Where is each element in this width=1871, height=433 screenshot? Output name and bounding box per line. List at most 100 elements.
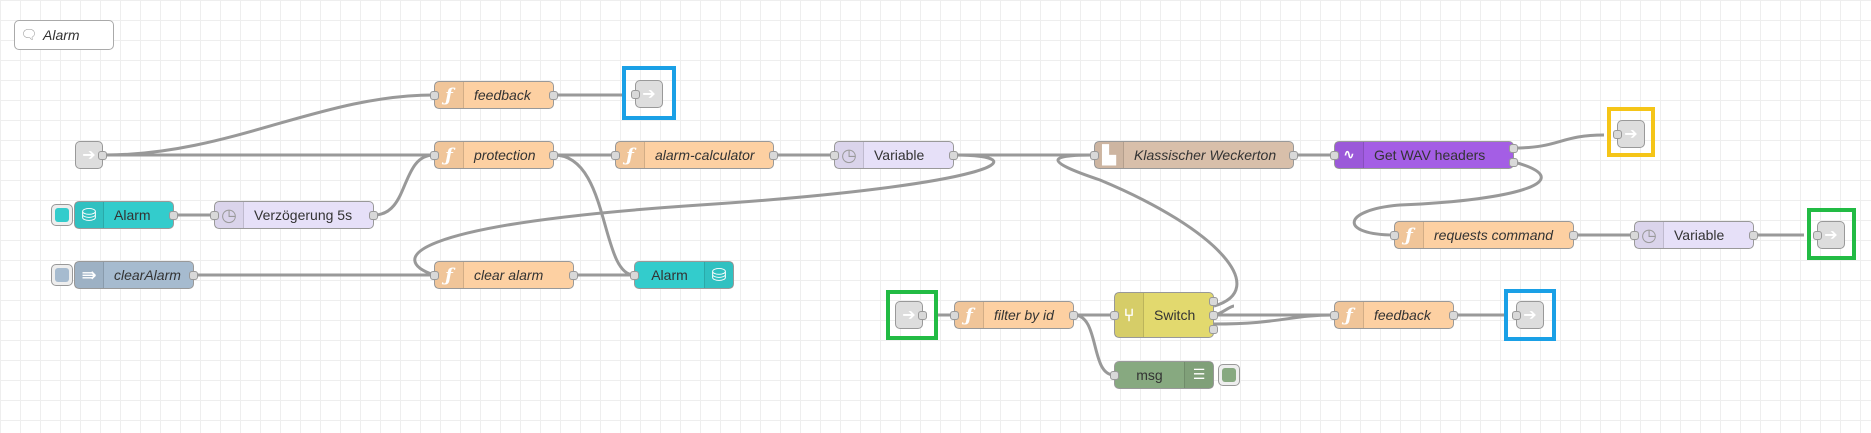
link-in-icon: ➔ (82, 147, 96, 164)
input-port[interactable] (950, 311, 959, 320)
function-node-protection[interactable]: ƒ protection (430, 141, 558, 169)
delay-node-variable[interactable]: ◷ Variable (830, 141, 958, 169)
button-fill (55, 268, 69, 282)
output-port[interactable] (769, 151, 778, 160)
alarm-input-node[interactable]: ⛁ Alarm (74, 201, 178, 229)
database-icon: ⛁ (704, 262, 733, 288)
input-port[interactable] (1330, 311, 1339, 320)
input-port[interactable] (210, 211, 219, 220)
output-port[interactable] (1449, 311, 1458, 320)
node-label: Alarm (114, 207, 151, 223)
link-out-node[interactable]: ➔ (1813, 221, 1845, 249)
link-out-icon: ➔ (1523, 307, 1537, 324)
debug-toggle-button[interactable] (1218, 364, 1240, 386)
highlight-box (886, 290, 938, 340)
output-port[interactable] (169, 211, 178, 220)
input-port[interactable] (611, 151, 620, 160)
output-port[interactable] (1209, 325, 1218, 334)
inject-button[interactable] (51, 264, 73, 286)
wire (1073, 313, 1115, 377)
wire (553, 153, 635, 277)
debug-node-msg[interactable]: ☰ msg (1110, 361, 1214, 389)
link-in-node[interactable]: ➔ (895, 301, 927, 329)
waveform-icon: ∿ (1335, 142, 1364, 168)
node-label: Variable (874, 147, 925, 163)
function-node-filter-by-id[interactable]: ƒ filter by id (950, 301, 1078, 329)
output-port[interactable] (98, 151, 107, 160)
alarm-output-node[interactable]: ⛁ Alarm (630, 261, 734, 289)
comment-node-alarm[interactable]: 🗨 Alarm (14, 20, 114, 50)
input-port[interactable] (1330, 151, 1339, 160)
function-node-alarm-calculator[interactable]: ƒ alarm-calculator (611, 141, 778, 169)
database-icon: ⛁ (75, 202, 104, 228)
output-port[interactable] (1509, 144, 1518, 153)
input-port[interactable] (1512, 311, 1521, 320)
node-label: Klassischer Weckerton (1134, 147, 1277, 163)
node-label: protection (474, 147, 536, 163)
output-port[interactable] (369, 211, 378, 220)
wav-headers-node[interactable]: ∿ Get WAV headers (1330, 141, 1518, 169)
link-out-node[interactable]: ➔ (1613, 120, 1645, 148)
input-port[interactable] (630, 271, 639, 280)
link-out-node[interactable]: ➔ (1512, 301, 1544, 329)
node-label: alarm-calculator (655, 147, 755, 163)
output-port[interactable] (1069, 311, 1078, 320)
output-port[interactable] (549, 151, 558, 160)
output-port[interactable] (1569, 231, 1578, 240)
delay-node-variable-2[interactable]: ◷ Variable (1630, 221, 1758, 249)
output-port[interactable] (569, 271, 578, 280)
node-label: Variable (1674, 227, 1725, 243)
input-port[interactable] (830, 151, 839, 160)
output-port[interactable] (918, 311, 927, 320)
output-port[interactable] (189, 271, 198, 280)
speech-bubble-icon: 🗨 (20, 27, 38, 42)
input-port[interactable] (430, 271, 439, 280)
input-port[interactable] (1110, 311, 1119, 320)
output-port[interactable] (949, 151, 958, 160)
output-port[interactable] (1209, 297, 1218, 306)
wire (413, 153, 996, 277)
button-fill (1222, 368, 1236, 382)
input-port[interactable] (430, 151, 439, 160)
branch-icon: ⑂ (1115, 293, 1144, 337)
input-port[interactable] (1090, 151, 1099, 160)
input-port[interactable] (1630, 231, 1639, 240)
wire (1056, 153, 1239, 308)
template-node-klassischer-weckerton[interactable]: ▙ Klassischer Weckerton (1090, 141, 1298, 169)
output-port[interactable] (549, 91, 558, 100)
input-port[interactable] (631, 90, 640, 99)
input-port[interactable] (430, 91, 439, 100)
link-call-node-clearalarm[interactable]: ⇛ clearAlarm (74, 261, 198, 289)
input-port[interactable] (1613, 130, 1622, 139)
link-in-node[interactable]: ➔ (75, 141, 107, 169)
output-port[interactable] (1509, 158, 1518, 167)
switch-node[interactable]: ⑂ Switch (1110, 292, 1218, 338)
output-port[interactable] (1289, 151, 1298, 160)
node-label: feedback (474, 87, 531, 103)
input-port[interactable] (1110, 371, 1119, 380)
output-port[interactable] (1749, 231, 1758, 240)
node-label: clearAlarm (114, 267, 181, 283)
function-icon: ƒ (435, 142, 464, 168)
input-port[interactable] (1390, 231, 1399, 240)
arrow-in-icon: ⇛ (75, 262, 104, 288)
inject-button[interactable] (51, 204, 73, 226)
delay-node-verzogerung[interactable]: ◷ Verzögerung 5s (210, 201, 378, 229)
node-label: msg (1136, 367, 1163, 383)
function-icon: ƒ (1395, 222, 1424, 248)
function-node-requests-command[interactable]: ƒ requests command (1390, 221, 1578, 249)
link-out-icon: ➔ (1624, 126, 1638, 143)
function-node-feedback-top[interactable]: ƒ feedback (430, 81, 558, 109)
input-port[interactable] (1813, 231, 1822, 240)
timer-icon: ◷ (835, 142, 864, 168)
function-node-clear-alarm[interactable]: ƒ clear alarm (430, 261, 578, 289)
wire (1513, 133, 1605, 150)
node-label: Switch (1154, 307, 1196, 323)
link-out-node[interactable]: ➔ (631, 80, 663, 108)
function-icon: ƒ (1335, 302, 1364, 328)
highlight-box (1807, 208, 1856, 260)
document-icon: ▙ (1095, 142, 1124, 168)
function-node-feedback-bottom[interactable]: ƒ feedback (1330, 301, 1458, 329)
output-port[interactable] (1209, 311, 1218, 320)
